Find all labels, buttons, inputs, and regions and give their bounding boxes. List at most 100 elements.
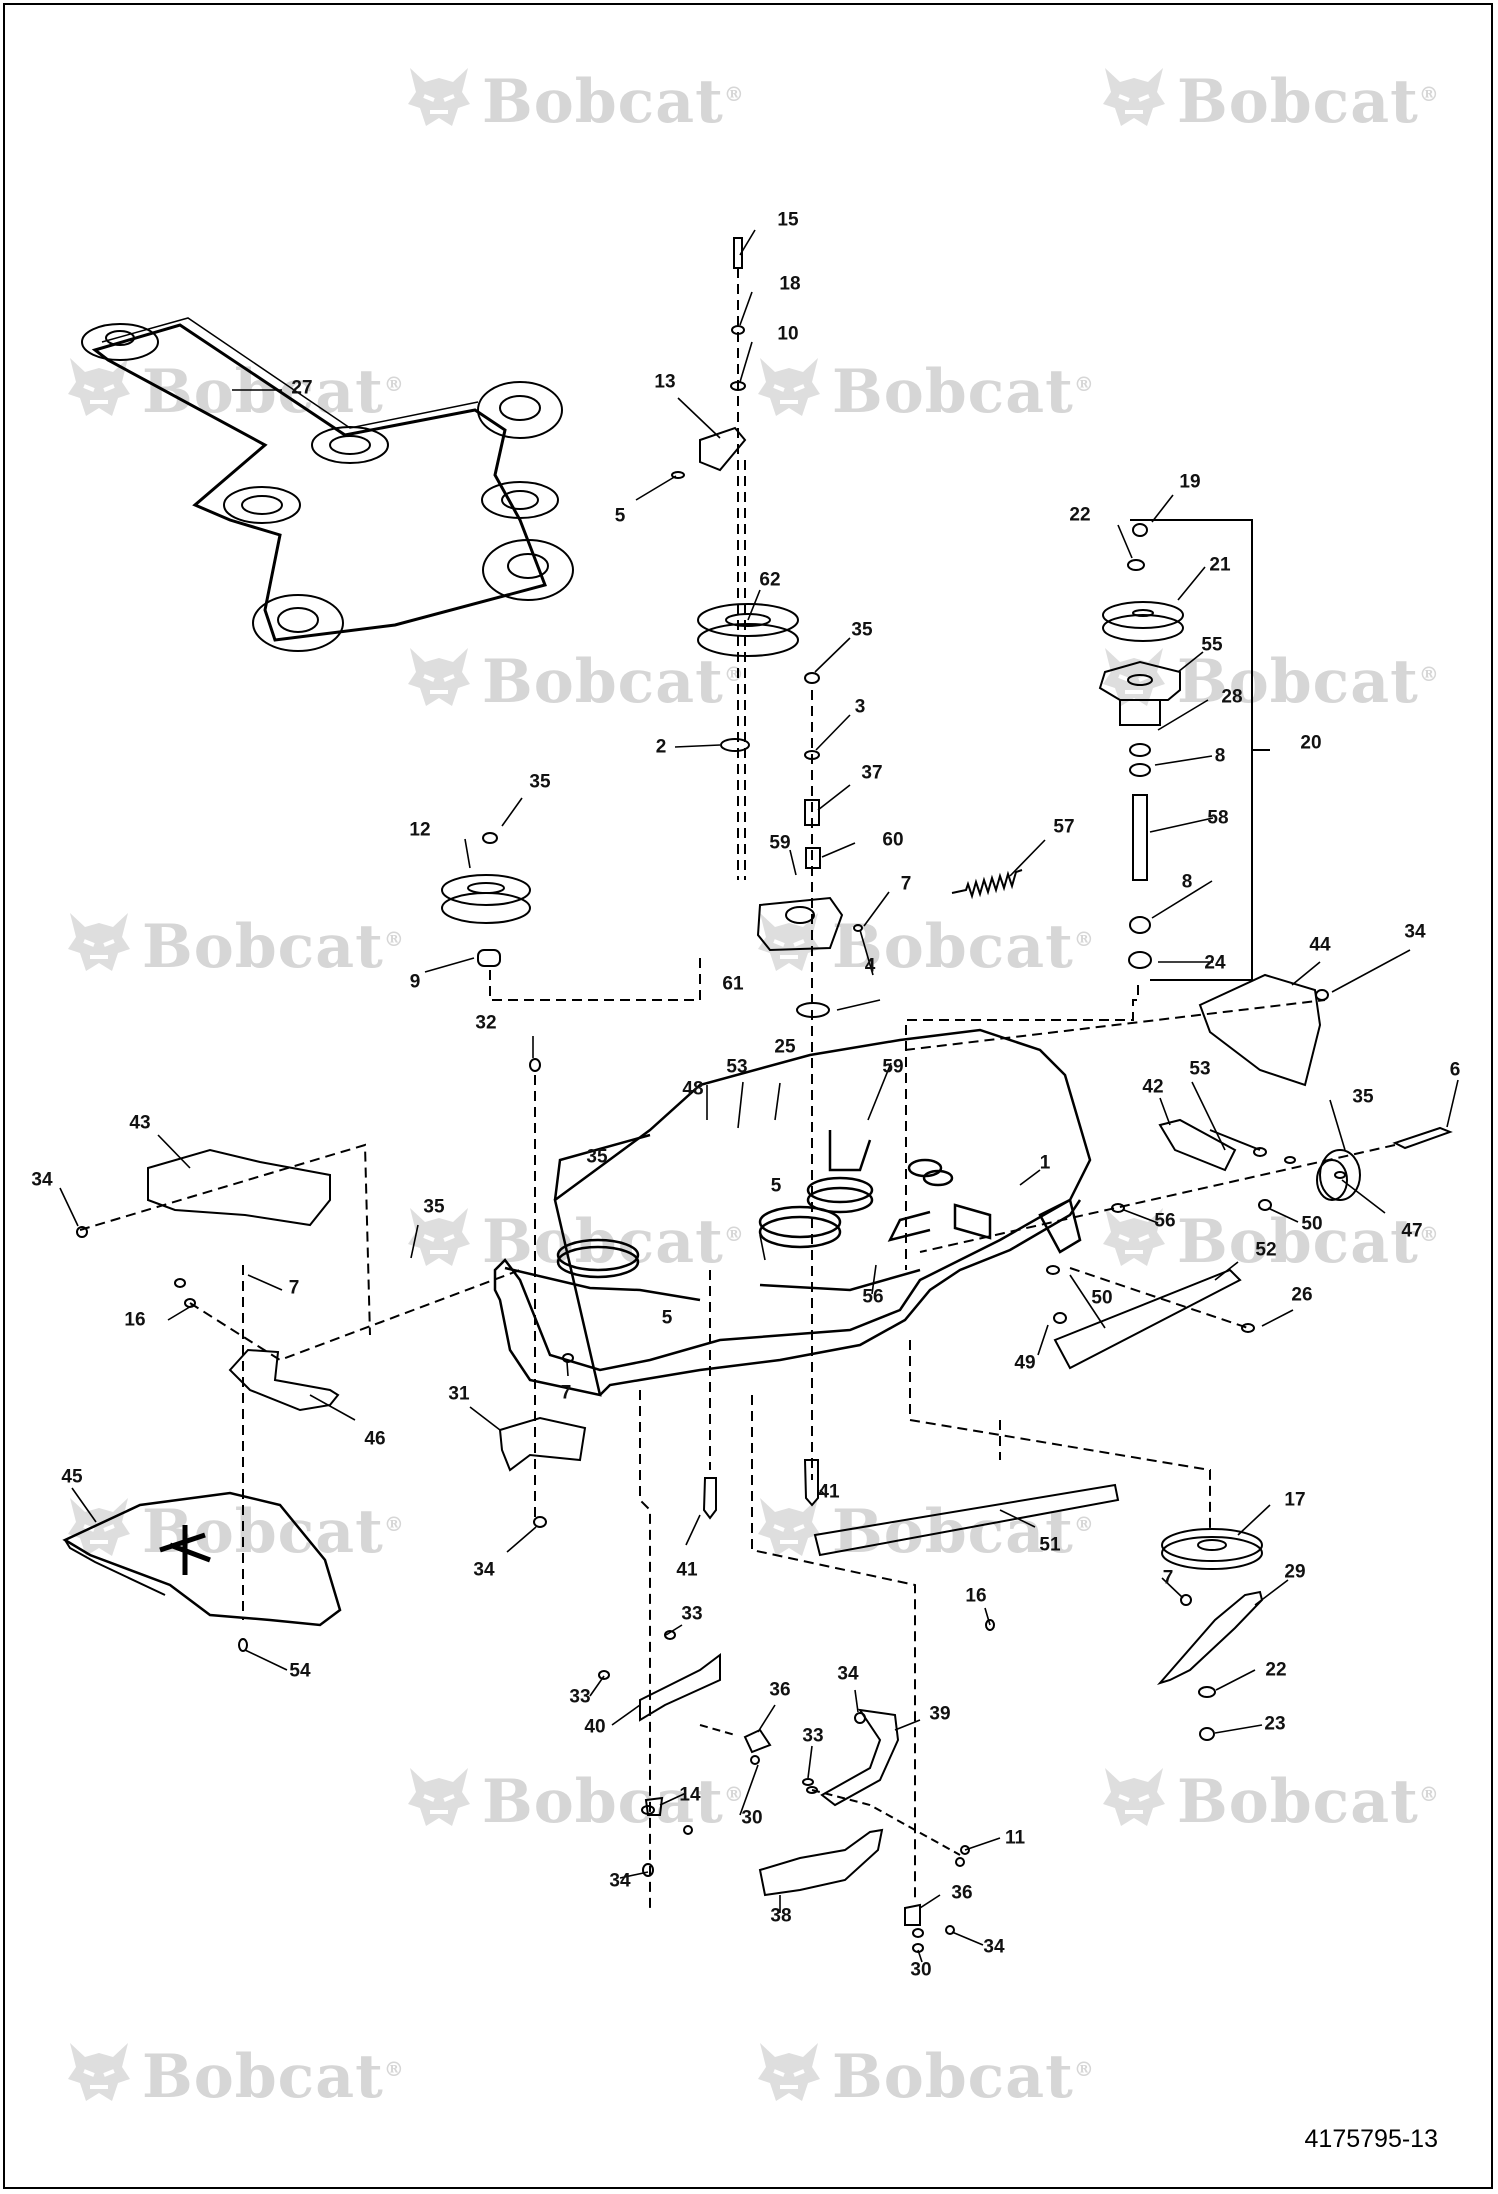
callout-10: 10 (777, 323, 799, 345)
bobcat-watermark: Bobcat® (832, 2042, 1095, 2112)
callout-13: 13 (654, 371, 676, 393)
callout-41: 41 (676, 1559, 698, 1581)
callout-35: 35 (851, 619, 873, 641)
document-number: 4175795-13 (1304, 2125, 1438, 2153)
callout-18: 18 (779, 273, 801, 295)
callout-28: 28 (1221, 686, 1243, 708)
callout-21: 21 (1209, 554, 1231, 576)
callout-56: 56 (862, 1286, 884, 1308)
callout-50: 50 (1091, 1287, 1113, 1309)
callout-7: 7 (288, 1277, 300, 1299)
bobcat-logo-icon (758, 913, 820, 971)
callout-25: 25 (774, 1036, 796, 1058)
callout-15: 15 (777, 209, 799, 231)
callout-16: 16 (965, 1585, 987, 1607)
bobcat-logo-icon (758, 358, 820, 416)
callout-41: 41 (818, 1481, 840, 1503)
callout-34: 34 (1404, 921, 1426, 943)
callout-17: 17 (1284, 1489, 1306, 1511)
callout-4: 4 (864, 955, 876, 977)
callout-12: 12 (409, 819, 431, 841)
bobcat-logo-icon (408, 1208, 470, 1266)
bobcat-logo-icon (1103, 1208, 1165, 1266)
callout-61: 61 (722, 973, 744, 995)
callout-16: 16 (124, 1309, 146, 1331)
callout-23: 23 (1264, 1713, 1286, 1735)
callout-33: 33 (681, 1603, 703, 1625)
bobcat-watermark: Bobcat® (832, 912, 1095, 982)
callout-22: 22 (1069, 504, 1091, 526)
callout-19: 19 (1179, 471, 1201, 493)
callout-31: 31 (448, 1383, 470, 1405)
callout-22: 22 (1265, 1659, 1287, 1681)
callout-34: 34 (609, 1870, 631, 1892)
callout-11: 11 (1004, 1827, 1026, 1849)
callout-57: 57 (1053, 816, 1075, 838)
callout-35: 35 (423, 1196, 445, 1218)
callout-44: 44 (1309, 934, 1331, 956)
callout-30: 30 (910, 1959, 932, 1981)
bobcat-logo-icon (68, 358, 130, 416)
callout-58: 58 (1207, 807, 1229, 829)
callout-50: 50 (1301, 1213, 1323, 1235)
callout-3: 3 (854, 696, 866, 718)
bobcat-logo-icon (408, 648, 470, 706)
bobcat-watermark: Bobcat® (482, 647, 745, 717)
callout-51: 51 (1039, 1534, 1061, 1556)
bobcat-watermark: Bobcat® (142, 357, 405, 427)
callout-38: 38 (770, 1905, 792, 1927)
bobcat-logo-icon (1103, 68, 1165, 126)
callout-36: 36 (769, 1679, 791, 1701)
bobcat-logo-icon (68, 913, 130, 971)
bobcat-watermark: Bobcat® (1177, 67, 1440, 137)
bobcat-watermark: Bobcat® (1177, 1767, 1440, 1837)
callout-34: 34 (31, 1169, 53, 1191)
callout-45: 45 (61, 1466, 83, 1488)
belt-drive-assembly (81, 317, 574, 652)
bobcat-watermark: Bobcat® (482, 1767, 745, 1837)
callout-54: 54 (289, 1660, 311, 1682)
bobcat-watermark: Bobcat® (482, 67, 745, 137)
callout-52: 52 (1255, 1239, 1277, 1261)
callout-32: 32 (475, 1012, 497, 1034)
callout-24: 24 (1204, 952, 1226, 974)
callout-2: 2 (655, 736, 667, 758)
callout-34: 34 (983, 1936, 1005, 1958)
bobcat-logo-icon (758, 2043, 820, 2101)
bobcat-watermark: Bobcat® (482, 1207, 745, 1277)
callout-39: 39 (929, 1703, 951, 1725)
bobcat-watermark: Bobcat® (142, 912, 405, 982)
callout-27: 27 (291, 377, 313, 399)
callout-8: 8 (1181, 871, 1193, 893)
callout-1: 1 (1039, 1152, 1051, 1174)
callout-40: 40 (584, 1716, 606, 1738)
callout-5: 5 (770, 1175, 782, 1197)
callout-37: 37 (861, 762, 883, 784)
idler-pulley-12 (441, 832, 701, 1001)
callout-7: 7 (900, 873, 912, 895)
callout-49: 49 (1014, 1352, 1036, 1374)
callout-35: 35 (1352, 1086, 1374, 1108)
callout-62: 62 (759, 569, 781, 591)
bobcat-logo-icon (68, 1498, 130, 1556)
callout-8: 8 (1214, 745, 1226, 767)
callout-53: 53 (1189, 1058, 1211, 1080)
callout-56: 56 (1154, 1210, 1176, 1232)
callout-9: 9 (409, 971, 421, 993)
bobcat-logo-icon (68, 2043, 130, 2101)
callout-59: 59 (882, 1056, 904, 1078)
mower-deck-1 (493, 1028, 1092, 1397)
callout-46: 46 (364, 1428, 386, 1450)
callout-34: 34 (473, 1559, 495, 1581)
callout-43: 43 (129, 1112, 151, 1134)
callout-26: 26 (1291, 1284, 1313, 1306)
bobcat-logo-icon (408, 1768, 470, 1826)
callout-34: 34 (837, 1663, 859, 1685)
bobcat-logo-icon (408, 68, 470, 126)
callout-7: 7 (560, 1382, 572, 1404)
callout-20: 20 (1300, 732, 1322, 754)
bobcat-logo-icon (758, 1498, 820, 1556)
drawing-border (3, 3, 1493, 2189)
